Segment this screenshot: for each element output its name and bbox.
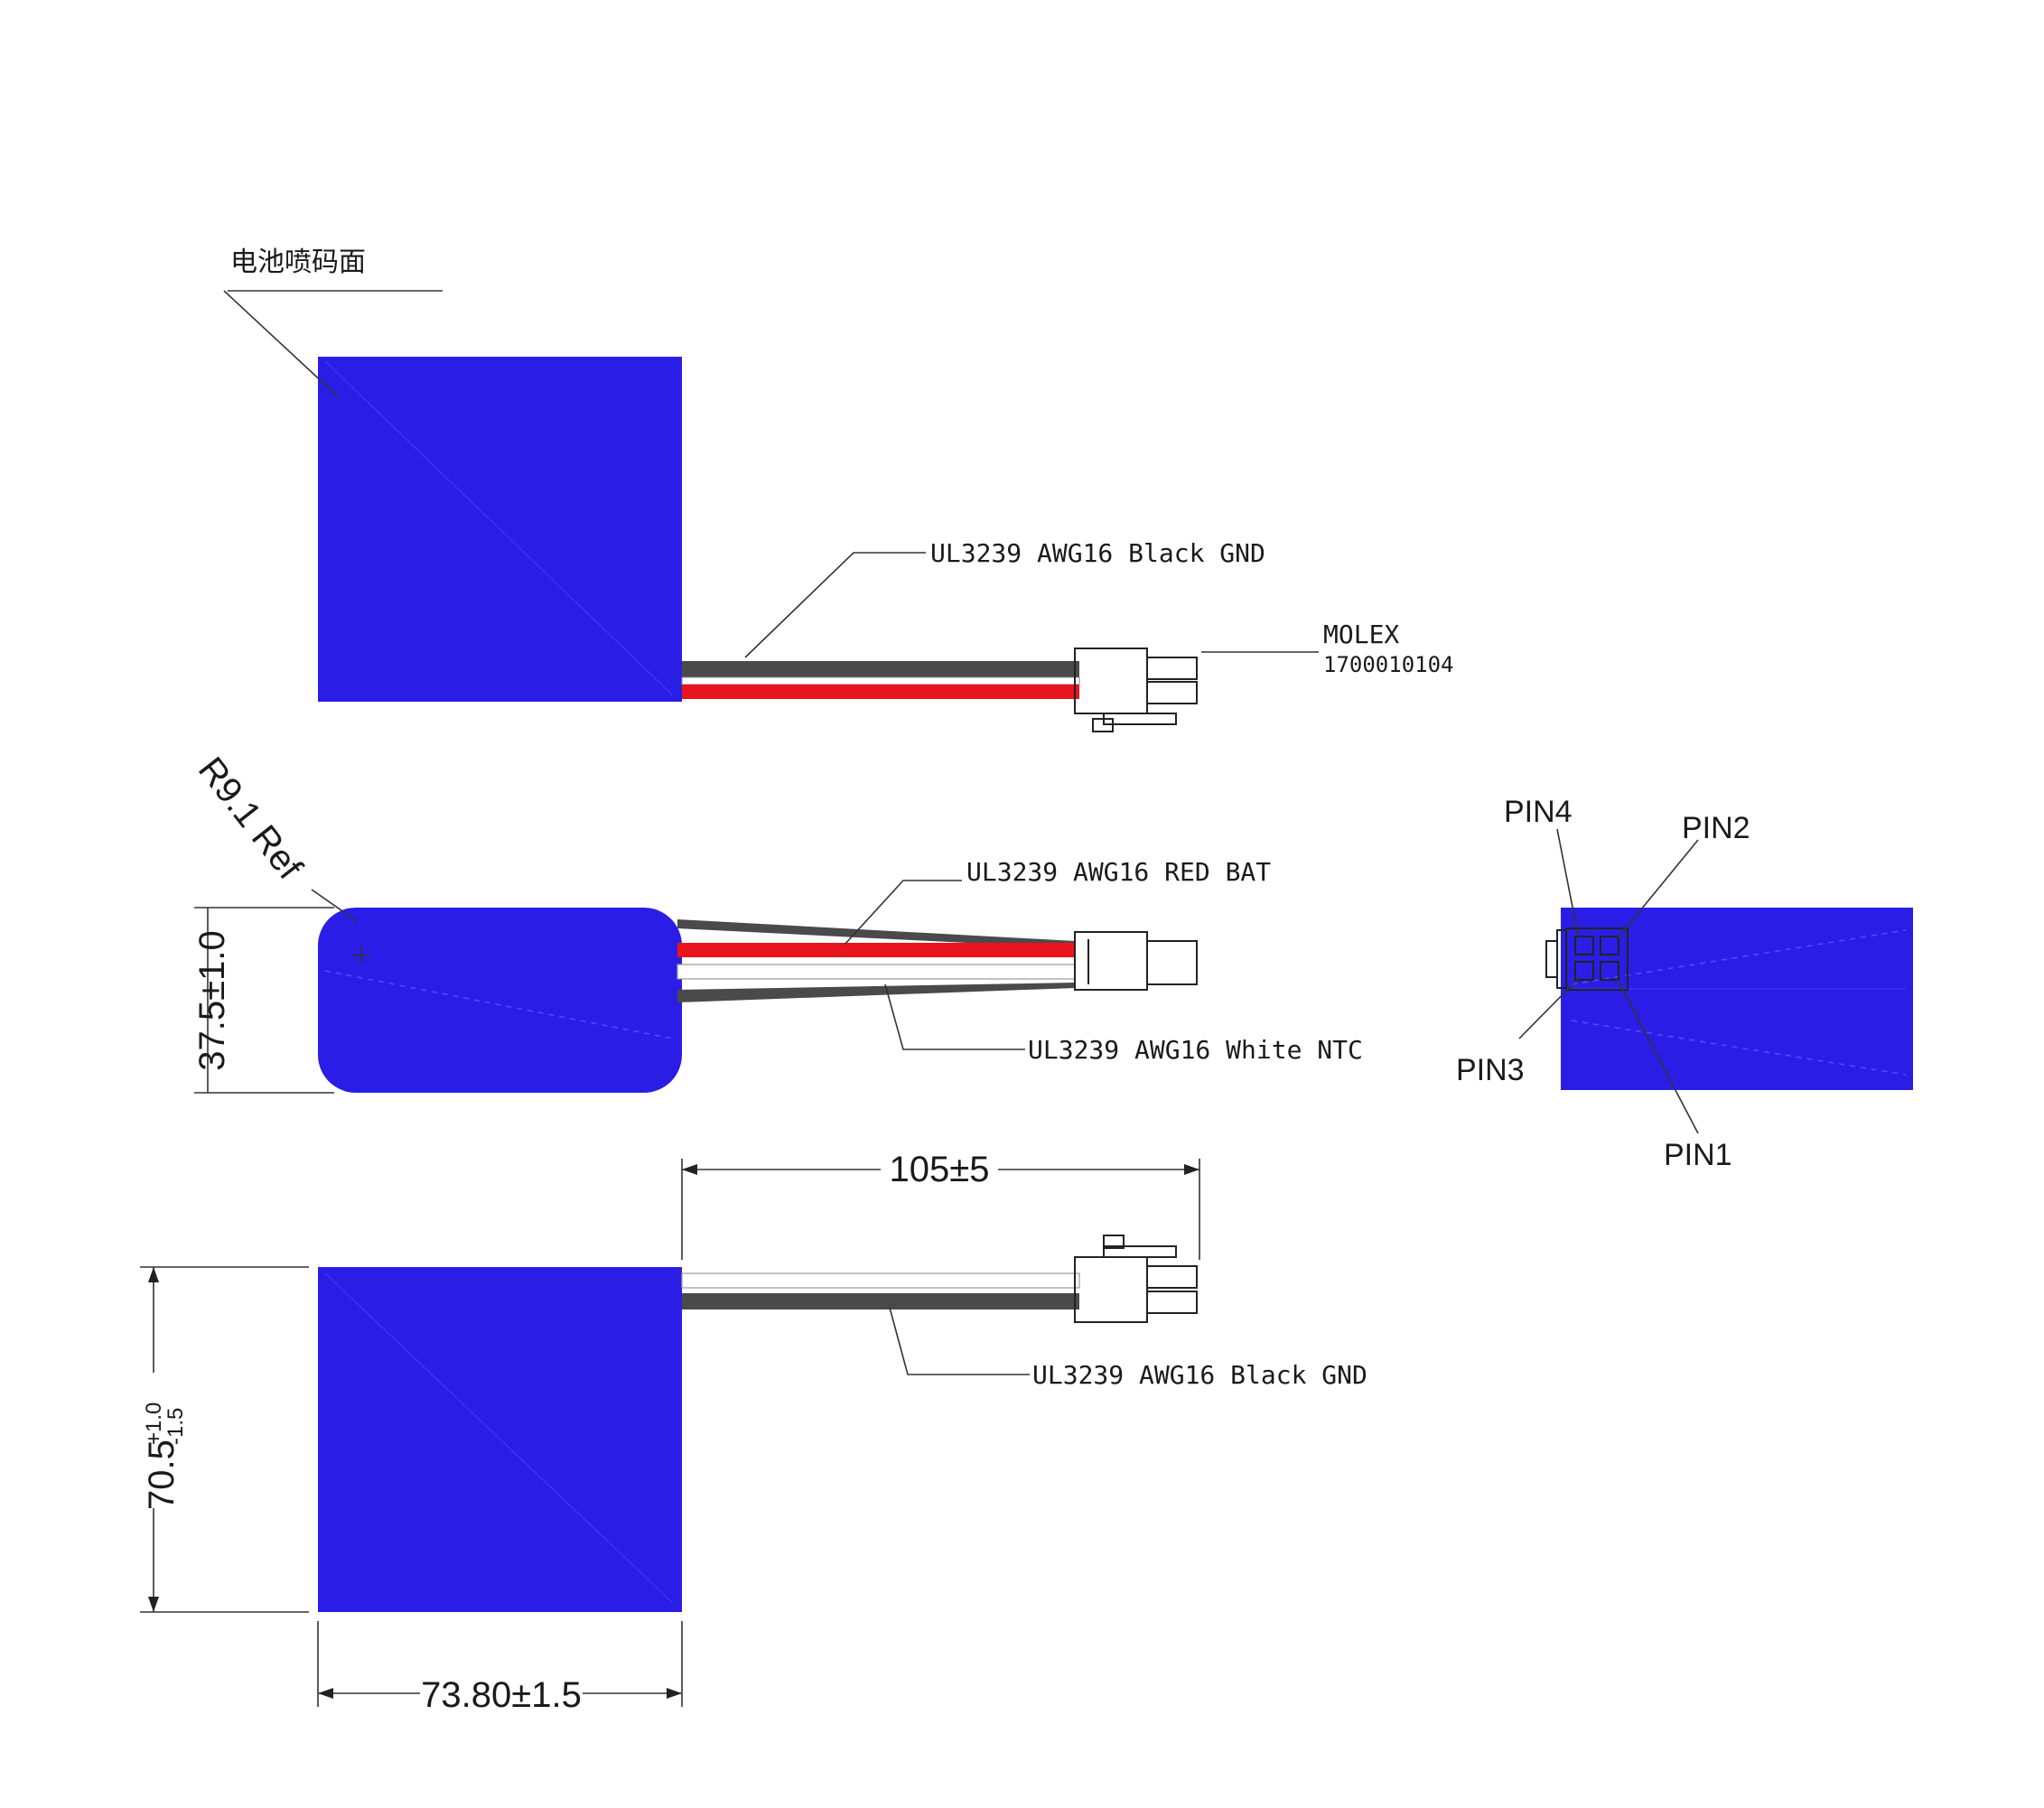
molex-connector-side — [1074, 931, 1198, 991]
molex-connector-bottom — [1074, 1235, 1198, 1323]
connector-part-label: 1700010104 — [1323, 652, 1454, 677]
wire-white-ntc-label: UL3239 AWG16 White NTC — [1028, 1035, 1363, 1065]
battery-body-end — [1561, 908, 1913, 1090]
molex-connector-top — [1074, 648, 1198, 732]
radius-ref-label: R9.1 Ref — [191, 750, 310, 887]
bottom-view: 105±5 UL3239 AWG16 Black GND 70.5 +1.0 -… — [128, 1147, 1367, 1715]
height-tol-plus: +1.0 — [142, 1403, 166, 1445]
side-view: R9.1 Ref UL3239 AWG16 RED BAT UL3239 AWG… — [191, 750, 1363, 1094]
connector-face — [1545, 927, 1629, 991]
end-view: PIN4 PIN2 PIN3 PIN1 — [1456, 795, 1913, 1172]
wire-white-bottom — [681, 1272, 1080, 1289]
wire-red-bat-label: UL3239 AWG16 RED BAT — [966, 857, 1271, 887]
width-dimension: 73.80±1.5 — [421, 1675, 582, 1715]
pin4-label: PIN4 — [1504, 795, 1573, 829]
top-view: 电池喷码面 UL3239 AWG16 Black GND MOLEX 17000… — [223, 247, 1454, 732]
wire-black-bottom — [682, 1293, 1079, 1309]
pin3-cavity — [1574, 961, 1594, 981]
wire-black-gnd-label: UL3239 AWG16 Black GND — [930, 538, 1265, 568]
wire-red-top — [682, 685, 1079, 699]
wire-black-top — [682, 661, 1079, 677]
wire-black-gnd-bottom-label: UL3239 AWG16 Black GND — [1032, 1360, 1367, 1390]
thickness-dimension: 37.5±1.0 — [192, 930, 232, 1070]
lead-length-dimension: 105±5 — [890, 1150, 990, 1189]
wire-red-side — [677, 943, 1075, 957]
pin1-label: PIN1 — [1664, 1138, 1732, 1172]
pin2-label: PIN2 — [1682, 811, 1750, 845]
height-value: 70.5 — [142, 1440, 182, 1510]
pin4-cavity — [1574, 936, 1594, 955]
printed-face-label: 电池喷码面 — [230, 247, 366, 278]
pin1-cavity — [1600, 961, 1619, 981]
height-dimension: 70.5 +1.0 -1.5 — [142, 1403, 188, 1510]
height-tol-minus: -1.5 — [163, 1408, 188, 1445]
pin2-cavity — [1600, 936, 1619, 955]
connector-brand-label: MOLEX — [1323, 620, 1399, 649]
battery-body-side — [318, 908, 682, 1093]
wire-white-side — [677, 964, 1076, 980]
pin3-label: PIN3 — [1456, 1053, 1525, 1087]
